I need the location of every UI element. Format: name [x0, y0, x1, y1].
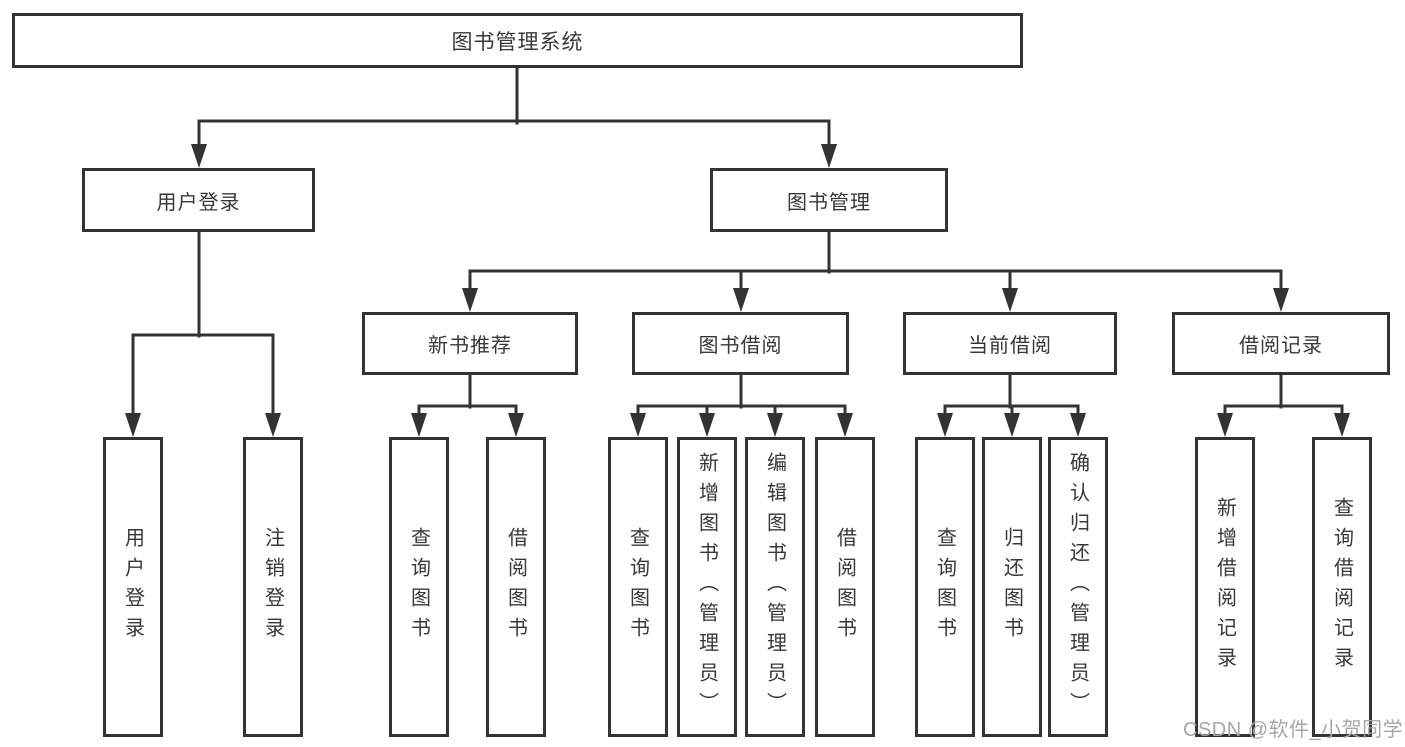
- connector-arrow: [125, 413, 141, 437]
- node-book-management-branch: 图书管理: [710, 168, 948, 232]
- csdn-watermark: CSDN @软件_小贺同学: [1183, 719, 1404, 741]
- connector-arrow: [767, 413, 783, 437]
- node-add-books-admin: 新增图书（管理员）: [677, 437, 737, 737]
- connector-arrow: [630, 413, 646, 437]
- connector-arrow: [733, 288, 749, 312]
- connector-arrow: [462, 288, 478, 312]
- connector-arrow: [1070, 413, 1086, 437]
- node-borrow-books-recommend: 借阅图书: [486, 437, 546, 737]
- connector-arrow: [837, 413, 853, 437]
- node-user-login-branch: 用户登录: [82, 168, 315, 232]
- connector-arrow: [937, 413, 953, 437]
- node-logout-action: 注销登录: [243, 437, 303, 737]
- connector-arrow: [1002, 288, 1018, 312]
- node-query-books-recommend: 查询图书: [389, 437, 449, 737]
- node-query-books-borrowing: 查询图书: [608, 437, 668, 737]
- connector-arrow: [821, 144, 837, 168]
- node-borrow-books: 借阅图书: [815, 437, 875, 737]
- connector-arrow: [508, 413, 524, 437]
- connector-arrow: [699, 413, 715, 437]
- node-query-borrow-record: 查询借阅记录: [1312, 437, 1372, 737]
- node-book-borrowing: 图书借阅: [632, 312, 849, 375]
- connector-arrow: [265, 413, 281, 437]
- node-user-login-action: 用户登录: [103, 437, 163, 737]
- node-add-borrow-record: 新增借阅记录: [1195, 437, 1255, 737]
- connector-arrow: [1334, 413, 1350, 437]
- node-new-book-recommend: 新书推荐: [362, 312, 578, 375]
- connector-arrow: [1004, 413, 1020, 437]
- node-library-management-system: 图书管理系统: [12, 13, 1023, 68]
- node-confirm-return-admin: 确认归还（管理员）: [1048, 437, 1108, 737]
- connector-arrow: [1217, 413, 1233, 437]
- node-current-borrowing: 当前借阅: [903, 312, 1117, 375]
- connector-arrow: [411, 413, 427, 437]
- node-edit-books-admin: 编辑图书（管理员）: [745, 437, 805, 737]
- node-query-books-current: 查询图书: [915, 437, 975, 737]
- connector-arrow: [191, 144, 207, 168]
- node-return-books: 归还图书: [982, 437, 1042, 737]
- connector-arrow: [1273, 288, 1289, 312]
- node-borrowing-records: 借阅记录: [1172, 312, 1390, 375]
